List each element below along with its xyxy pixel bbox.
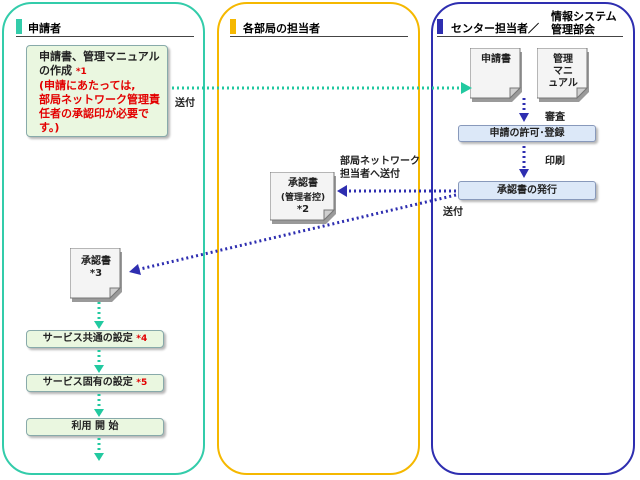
applicant-lane-marker [16,19,22,34]
arrowhead-send-application [461,82,472,94]
approval-note-line4: す。) [39,121,60,134]
applicant-lane [2,2,205,475]
send-to-department-label-2: 担当者へ送付 [340,169,400,180]
center-lane-title: センター担当者／ [451,22,539,35]
approval-note-line2: 部局ネットワーク管理責 [39,93,160,106]
send-label-3: 送付 [443,207,463,218]
approval-copy-document: 承認書 (管理者控) *2 [270,172,336,224]
manual-document-label3: ュアル [548,78,578,89]
note-mark-5: *5 [136,378,148,388]
note-mark-3: *3 [89,268,103,279]
arrowhead-review [519,113,529,122]
application-creation-box: 申請書、管理マニュアル の作成 *1 (申請にあたっては, 部局ネットワーク管理… [26,45,168,137]
review-label: 審査 [545,112,565,123]
arrowhead-send-applicant [129,264,141,275]
department-lane [217,2,420,475]
manual-document: 管理 マニ ュアル [537,48,589,102]
approval-document: 承認書 *3 [70,248,122,302]
arrowhead-doc-to-common [94,321,104,329]
print-label: 印刷 [545,156,565,167]
department-lane-title: 各部局の担当者 [243,22,320,35]
arrowhead-send-department [337,185,347,197]
manual-document-label2: マニ [553,66,573,77]
note-mark-4: *4 [136,334,148,344]
send-to-department-label: 部局ネットワーク [340,156,420,167]
department-lane-rule [230,36,408,37]
approval-issue-box: 承認書の発行 [458,181,596,200]
approval-copy-label2: (管理者控) [280,193,326,203]
manual-document-label1: 管理 [553,54,573,65]
application-document: 申請書 [470,48,522,102]
center-lane-marker [437,19,443,34]
common-settings-step: サービス共通の設定 *4 [26,330,164,348]
application-creation-line2: の作成 [39,64,72,77]
center-lane-title-line2: 情報システム [551,10,617,23]
permit-registration-box: 申請の許可･登録 [458,125,596,142]
center-lane-rule [437,36,623,37]
start-use-step: 利用 開 始 [26,418,164,436]
specific-settings-step: サービス固有の設定 *5 [26,374,164,392]
arrowhead-print [519,169,529,178]
approval-copy-label1: 承認書 [288,178,318,189]
note-mark-2: *2 [296,204,310,215]
arrowhead-common-to-specific [94,365,104,373]
application-document-label: 申請書 [481,54,511,65]
approval-note-line3: 任者の承認印が必要で [39,107,149,120]
green-arrows [97,86,462,454]
application-creation-line1: 申請書、管理マニュアル [39,50,160,63]
arrowhead-specific-to-start [94,409,104,417]
approval-note-line1: (申請にあたっては, [39,79,136,92]
applicant-lane-rule [16,36,194,37]
send-label-1: 送付 [175,98,195,109]
department-lane-marker [230,19,236,34]
specific-settings-label: サービス固有の設定 [42,377,133,388]
approval-document-label: 承認書 [81,256,111,267]
note-mark-1: *1 [75,67,87,77]
arrowhead-start-continue [94,453,104,461]
start-use-label: 利用 開 始 [71,421,119,432]
arrow-send-applicant [135,193,457,272]
common-settings-label: サービス共通の設定 [42,333,133,344]
center-lane-title-line3: 管理部会 [551,23,595,36]
applicant-lane-title: 申請者 [28,22,61,35]
center-lane [431,2,635,475]
